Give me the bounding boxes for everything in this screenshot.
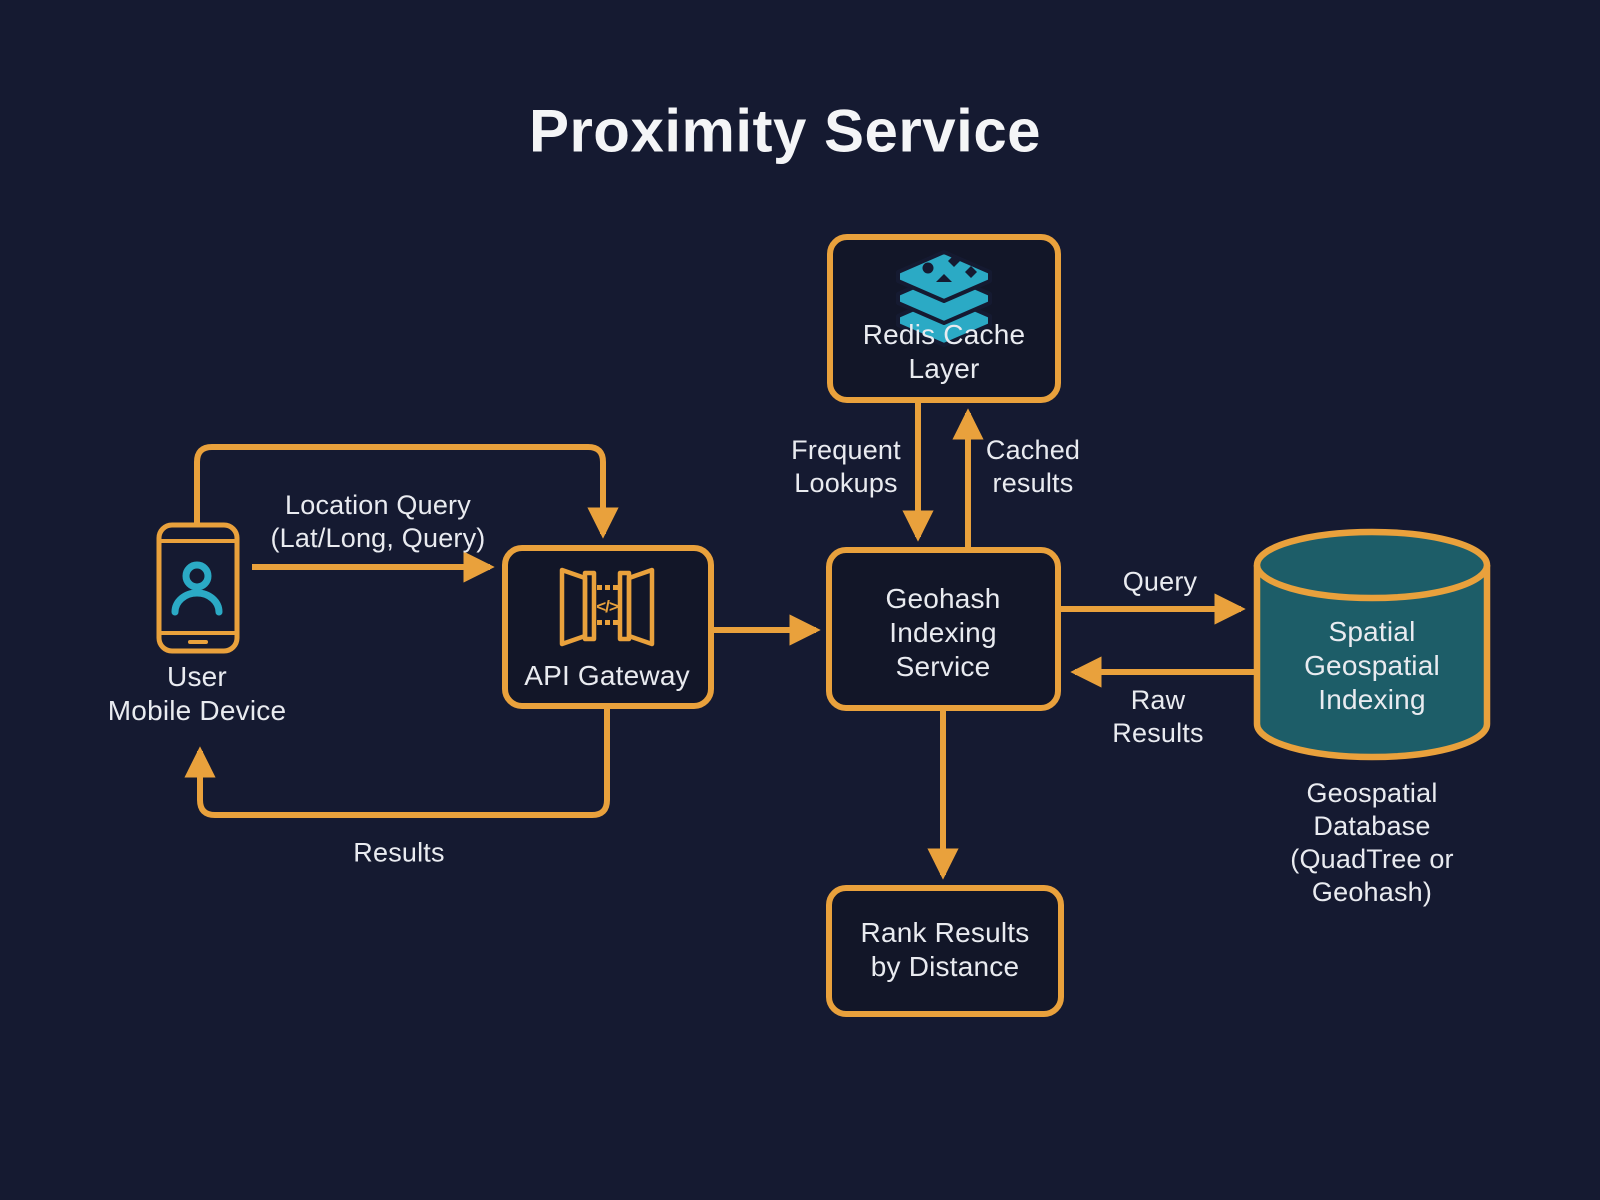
redis-icon-detail: [922, 255, 977, 282]
user-device-label: User Mobile Device: [107, 660, 287, 726]
api-gateway-label: API Gateway: [524, 659, 690, 691]
location-query-label: Location Query (Lat/Long, Query): [270, 490, 486, 553]
user-silhouette-icon: [171, 561, 223, 616]
edge-device-to-gateway-loop: [194, 444, 619, 539]
api-gateway-box: [502, 545, 714, 709]
results-label: Results: [353, 837, 445, 868]
edge-results: [184, 707, 610, 818]
redis-icon: [896, 250, 992, 347]
code-glyph: </>: [596, 597, 619, 616]
rank-results-label: Rank Results by Distance: [860, 916, 1030, 982]
api-gateway-icon: [559, 567, 655, 647]
database-cylinder: [1253, 528, 1491, 761]
api-gateway-icon-dots: [597, 585, 618, 625]
query-label: Query: [1122, 566, 1198, 597]
redis-cache-label: Redis Cache Layer: [862, 318, 1026, 384]
spatial-db-label: Spatial Geospatial Indexing: [1304, 615, 1440, 716]
geohash-service-label: Geohash Indexing Service: [885, 582, 1001, 683]
frequent-lookups-label: Frequent Lookups: [791, 435, 901, 498]
raw-results-label: Raw Results: [1112, 685, 1204, 748]
mobile-user-icon: [156, 522, 240, 654]
geohash-service-box: [826, 547, 1061, 711]
cached-results-label: Cached results: [985, 435, 1081, 498]
rank-results-box: [826, 885, 1064, 1017]
diagram-title: Proximity Service: [528, 97, 1042, 165]
spatial-db-caption: Geospatial Database (QuadTree or Geohash…: [1290, 778, 1454, 907]
